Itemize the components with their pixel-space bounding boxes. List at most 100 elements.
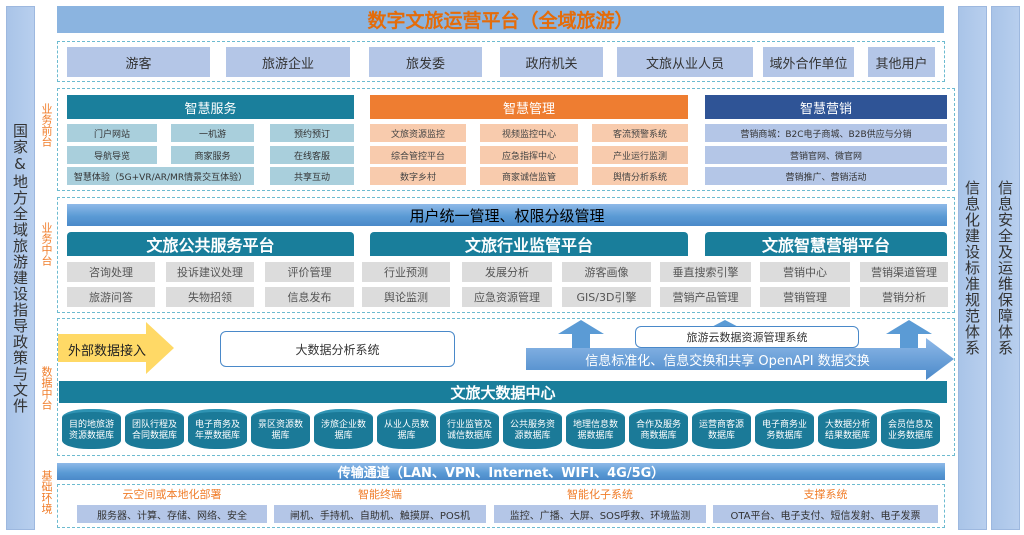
user-others: 其他用户	[868, 47, 935, 77]
database-label: 团队行程及	[131, 419, 177, 430]
platform-cell: 信息发布	[265, 287, 354, 307]
database-cylinder: 涉旅企业数据库	[314, 409, 373, 449]
database-label: 大数据分析	[824, 419, 870, 430]
user-government: 政府机关	[500, 47, 603, 77]
standards-sidebar-label: 信息化建设标准规范体系	[963, 180, 981, 356]
database-label: 结果数据库	[824, 430, 870, 441]
infra-group-content: OTA平台、电子支付、短信发射、电子发票	[713, 505, 938, 523]
management-cell: 文旅资源监控	[370, 124, 466, 142]
database-label: 业务数据库	[887, 430, 933, 441]
database-label: 数据库	[707, 430, 735, 441]
database-cylinder: 行业监管及诚信数据库	[440, 409, 499, 449]
service-cell: 在线客服	[270, 146, 354, 164]
user-practitioners: 文旅从业人员	[617, 47, 753, 77]
user-management-banner: 用户统一管理、权限分级管理	[67, 204, 947, 226]
database-cylinder: 电子商务及年票数据库	[188, 409, 247, 449]
page-title-text: 数字文旅运营平台（全域旅游）	[367, 10, 634, 32]
smart-marketing-platform-header: 文旅智慧营销平台	[705, 232, 947, 256]
database-label: 会员信息及	[887, 419, 933, 430]
database-label: 地理信息数	[572, 419, 618, 430]
platform-cell: 游客画像	[562, 262, 651, 282]
standards-sidebar: 信息化建设标准规范体系	[958, 6, 987, 530]
smart-management-header: 智慧管理	[370, 95, 688, 119]
marketing-cell: 营销推广、营销活动	[705, 167, 947, 185]
up-arrow-icon	[886, 320, 932, 350]
database-label: 据库	[397, 430, 416, 441]
platform-cell: 营销管理	[760, 287, 850, 307]
smart-marketing-header: 智慧营销	[705, 95, 947, 119]
layer-label-middle: 业务中台	[40, 222, 53, 266]
users-section	[57, 41, 945, 82]
external-data-arrow	[58, 322, 174, 374]
database-label: 据数据库	[577, 430, 614, 441]
database-label: 务数据库	[766, 430, 803, 441]
platform-cell: 舆论监测	[362, 287, 450, 307]
platform-cell: 评价管理	[265, 262, 354, 282]
database-cylinder: 大数据分析结果数据库	[818, 409, 877, 449]
platform-cell: 营销中心	[760, 262, 850, 282]
policy-sidebar: 国家&地方全域旅游建设指导政策与文件	[6, 6, 35, 530]
platform-cell: 营销分析	[860, 287, 948, 307]
platform-cell: 投诉建议处理	[166, 262, 254, 282]
layer-label-infra: 基础环境	[40, 470, 53, 514]
platform-cell: 应急资源管理	[462, 287, 552, 307]
database-cylinder: 合作及服务商数据库	[629, 409, 688, 449]
big-data-analysis-system: 大数据分析系统	[220, 331, 455, 367]
infra-group-title: 智能化子系统	[567, 488, 633, 501]
user-enterprise: 旅游企业	[226, 47, 350, 77]
marketing-cell: 营销官网、微官网	[705, 146, 947, 164]
middle-section	[57, 197, 955, 313]
user-partners: 域外合作单位	[763, 47, 854, 77]
database-label: 公共服务资	[509, 419, 555, 430]
external-data-label: 外部数据接入	[68, 344, 147, 359]
layer-label-front: 业务前台	[40, 103, 53, 147]
cloud-resource-management-system: 旅游云数据资源管理系统	[635, 326, 859, 348]
data-exchange-arrow	[526, 338, 954, 380]
database-cylinder: 地理信息数据数据库	[566, 409, 625, 449]
infra-group-content: 监控、广播、大屏、SOS呼救、环境监测	[494, 505, 706, 523]
infra-group-content: 闸机、手持机、自助机、触摸屏、POS机	[274, 505, 486, 523]
database-cylinder: 目的地旅游资源数据库	[62, 409, 121, 449]
management-cell: 视频监控中心	[480, 124, 578, 142]
database-list: 目的地旅游资源数据库团队行程及合同数据库电子商务及年票数据库景区资源数据库涉旅企…	[62, 409, 950, 451]
database-label: 商数据库	[640, 430, 677, 441]
infra-section	[57, 484, 945, 528]
database-cylinder: 运营商客源数据库	[692, 409, 751, 449]
database-label: 合作及服务	[635, 419, 681, 430]
service-cell-wide: 智慧体验（5G+VR/AR/MR情景交互体验）	[67, 167, 254, 185]
database-label: 年票数据库	[194, 430, 240, 441]
database-cylinder: 会员信息及业务数据库	[881, 409, 940, 449]
service-cell: 一机游	[171, 124, 254, 142]
database-label: 涉旅企业数	[320, 419, 366, 430]
service-cell: 门户网站	[67, 124, 157, 142]
platform-cell: 营销渠道管理	[860, 262, 948, 282]
smart-service-header: 智慧服务	[67, 95, 354, 119]
infra-group-title: 智能终端	[358, 488, 402, 501]
management-cell: 应急指挥中心	[480, 146, 578, 164]
policy-sidebar-label: 国家&地方全域旅游建设指导政策与文件	[11, 122, 29, 414]
database-label: 据库	[271, 430, 290, 441]
database-cylinder: 景区资源数据库	[251, 409, 310, 449]
management-cell: 舆情分析系统	[592, 167, 688, 185]
platform-cell: 营销产品管理	[660, 287, 751, 307]
public-service-platform-header: 文旅公共服务平台	[67, 232, 354, 256]
platform-cell: 行业预测	[362, 262, 450, 282]
layer-label-data: 数据中台	[40, 366, 53, 410]
database-label: 从业人员数	[383, 419, 429, 430]
management-cell: 数字乡村	[370, 167, 466, 185]
front-section	[57, 88, 955, 191]
security-sidebar-label: 信息安全及运维保障体系	[996, 180, 1014, 356]
database-label: 行业监管及	[446, 419, 492, 430]
database-label: 电子商务及	[194, 419, 240, 430]
industry-regulation-platform-header: 文旅行业监管平台	[370, 232, 688, 256]
database-label: 源数据库	[514, 430, 551, 441]
user-tourism-committee: 旅发委	[369, 47, 482, 77]
security-sidebar: 信息安全及运维保障体系	[991, 6, 1020, 530]
management-cell: 商家诚信监管	[480, 167, 578, 185]
data-section	[57, 318, 955, 456]
platform-cell: 旅游问答	[67, 287, 155, 307]
database-label: 景区资源数	[257, 419, 303, 430]
infra-group-title: 支撑系统	[803, 488, 848, 501]
management-cell: 客流预警系统	[592, 124, 688, 142]
up-arrow-icon	[558, 320, 604, 350]
